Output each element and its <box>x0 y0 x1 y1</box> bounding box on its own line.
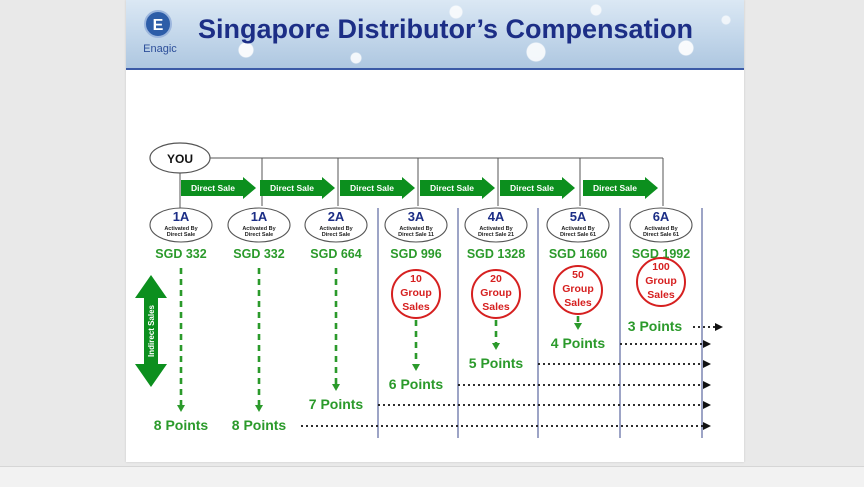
direct-sale-label: Direct Sale <box>191 183 235 193</box>
flow-arrow-head <box>703 422 711 430</box>
rank-node <box>384 207 448 243</box>
commission-amount: SGD 1328 <box>467 247 525 261</box>
group-sales-label: Sales <box>564 297 592 309</box>
points-label: 8 Points <box>232 417 287 433</box>
indirect-arrow-head <box>412 364 420 371</box>
flow-arrow-head <box>703 381 711 389</box>
indirect-arrow-head <box>177 405 185 412</box>
flow-arrow-head <box>703 360 711 368</box>
commission-amount: SGD 1660 <box>549 247 607 261</box>
rank-label: 6A <box>653 209 670 224</box>
direct-sale-arrow-shape <box>583 177 658 199</box>
indirect-arrow-head <box>255 405 263 412</box>
direct-sale-arrow: Direct Sale <box>340 177 415 199</box>
commission-amount: SGD 1992 <box>632 247 690 261</box>
group-sales-circle <box>471 269 521 319</box>
commission-amount: SGD 664 <box>310 247 361 261</box>
rank-note: Direct Sale <box>245 232 273 238</box>
rank-label: 5A <box>570 209 587 224</box>
rank-note: Activated By <box>319 226 353 232</box>
commission-amount: SGD 332 <box>233 247 284 261</box>
flow-arrow-head <box>715 323 723 331</box>
group-sales-label: Group <box>562 283 594 295</box>
direct-sale-label: Direct Sale <box>270 183 314 193</box>
rank-note: Activated By <box>399 226 433 232</box>
direct-sale-arrow: Direct Sale <box>583 177 658 199</box>
group-sales-count: 10 <box>410 273 422 285</box>
points-label: 5 Points <box>469 355 524 371</box>
direct-sale-arrow: Direct Sale <box>260 177 335 199</box>
group-sales-label: Group <box>400 287 432 299</box>
rank-note: Direct Sale <box>322 232 350 238</box>
rank-label: 2A <box>328 209 345 224</box>
flow-arrow-head <box>703 401 711 409</box>
group-sales-circle <box>553 265 603 315</box>
commission-amount: SGD 996 <box>390 247 441 261</box>
enagic-logo-icon: E <box>144 10 172 38</box>
rank-node <box>304 207 368 243</box>
rank-node <box>149 207 213 243</box>
group-sales-label: Sales <box>402 301 430 313</box>
group-sales-count: 50 <box>572 269 584 281</box>
indirect-arrow-head <box>574 323 582 330</box>
rank-label: 1A <box>173 209 190 224</box>
direct-sale-arrow-shape <box>420 177 495 199</box>
enagic-logo: E Enagic <box>140 10 177 62</box>
rank-note: Direct Sale 61 <box>643 232 679 238</box>
direct-sale-arrow-shape <box>340 177 415 199</box>
points-label: 8 Points <box>154 417 209 433</box>
direct-sale-arrow: Direct Sale <box>420 177 495 199</box>
rank-label: 4A <box>488 209 505 224</box>
points-label: 3 Points <box>628 318 683 334</box>
indirect-arrow-head <box>332 384 340 391</box>
slide-header: E Enagic Singapore Distributor’s Compens… <box>126 0 744 70</box>
rank-note: Direct Sale 21 <box>478 232 514 238</box>
slide: E Enagic Singapore Distributor’s Compens… <box>126 0 744 462</box>
points-label: 4 Points <box>551 335 606 351</box>
bottom-bar <box>0 466 864 487</box>
direct-sale-arrow: Direct Sale <box>500 177 575 199</box>
indirect-arrow-head <box>492 343 500 350</box>
indirect-sales-arrow <box>135 275 167 387</box>
group-sales-label: Group <box>645 275 677 287</box>
direct-sale-arrow-shape <box>181 177 256 199</box>
commission-amount: SGD 332 <box>155 247 206 261</box>
logo-text: Enagic <box>143 43 177 55</box>
points-label: 6 Points <box>389 376 444 392</box>
page-title: Singapore Distributor’s Compensation <box>198 14 694 44</box>
rank-label: 3A <box>408 209 425 224</box>
direct-sale-arrow-shape <box>500 177 575 199</box>
rank-note: Activated By <box>644 226 678 232</box>
group-sales-circle <box>391 269 441 319</box>
group-sales-label: Sales <box>482 301 510 313</box>
direct-sale-arrow-shape <box>260 177 335 199</box>
direct-sale-label: Direct Sale <box>593 183 637 193</box>
rank-note: Direct Sale 61 <box>560 232 596 238</box>
you-label: YOU <box>167 152 193 166</box>
direct-sale-label: Direct Sale <box>350 183 394 193</box>
group-sales-count: 100 <box>652 261 670 273</box>
group-sales-label: Group <box>480 287 512 299</box>
points-label: 7 Points <box>309 396 364 412</box>
rank-node <box>546 207 610 243</box>
group-sales-circle <box>636 257 686 307</box>
rank-note: Direct Sale 11 <box>398 232 434 238</box>
rank-node <box>464 207 528 243</box>
direct-sale-label: Direct Sale <box>510 183 554 193</box>
group-sales-count: 20 <box>490 273 502 285</box>
rank-note: Activated By <box>561 226 595 232</box>
rank-node <box>629 207 693 243</box>
flow-arrow-head <box>703 340 711 348</box>
direct-sale-label: Direct Sale <box>430 183 474 193</box>
direct-sale-arrow: Direct Sale <box>181 177 256 199</box>
rank-note: Activated By <box>242 226 276 232</box>
rank-note: Activated By <box>164 226 198 232</box>
rank-node <box>227 207 291 243</box>
rank-note: Activated By <box>479 226 513 232</box>
group-sales-label: Sales <box>647 289 675 301</box>
indirect-sales-label: Indirect Sales <box>147 304 156 357</box>
rank-label: 1A <box>251 209 268 224</box>
rank-note: Direct Sale <box>167 232 195 238</box>
